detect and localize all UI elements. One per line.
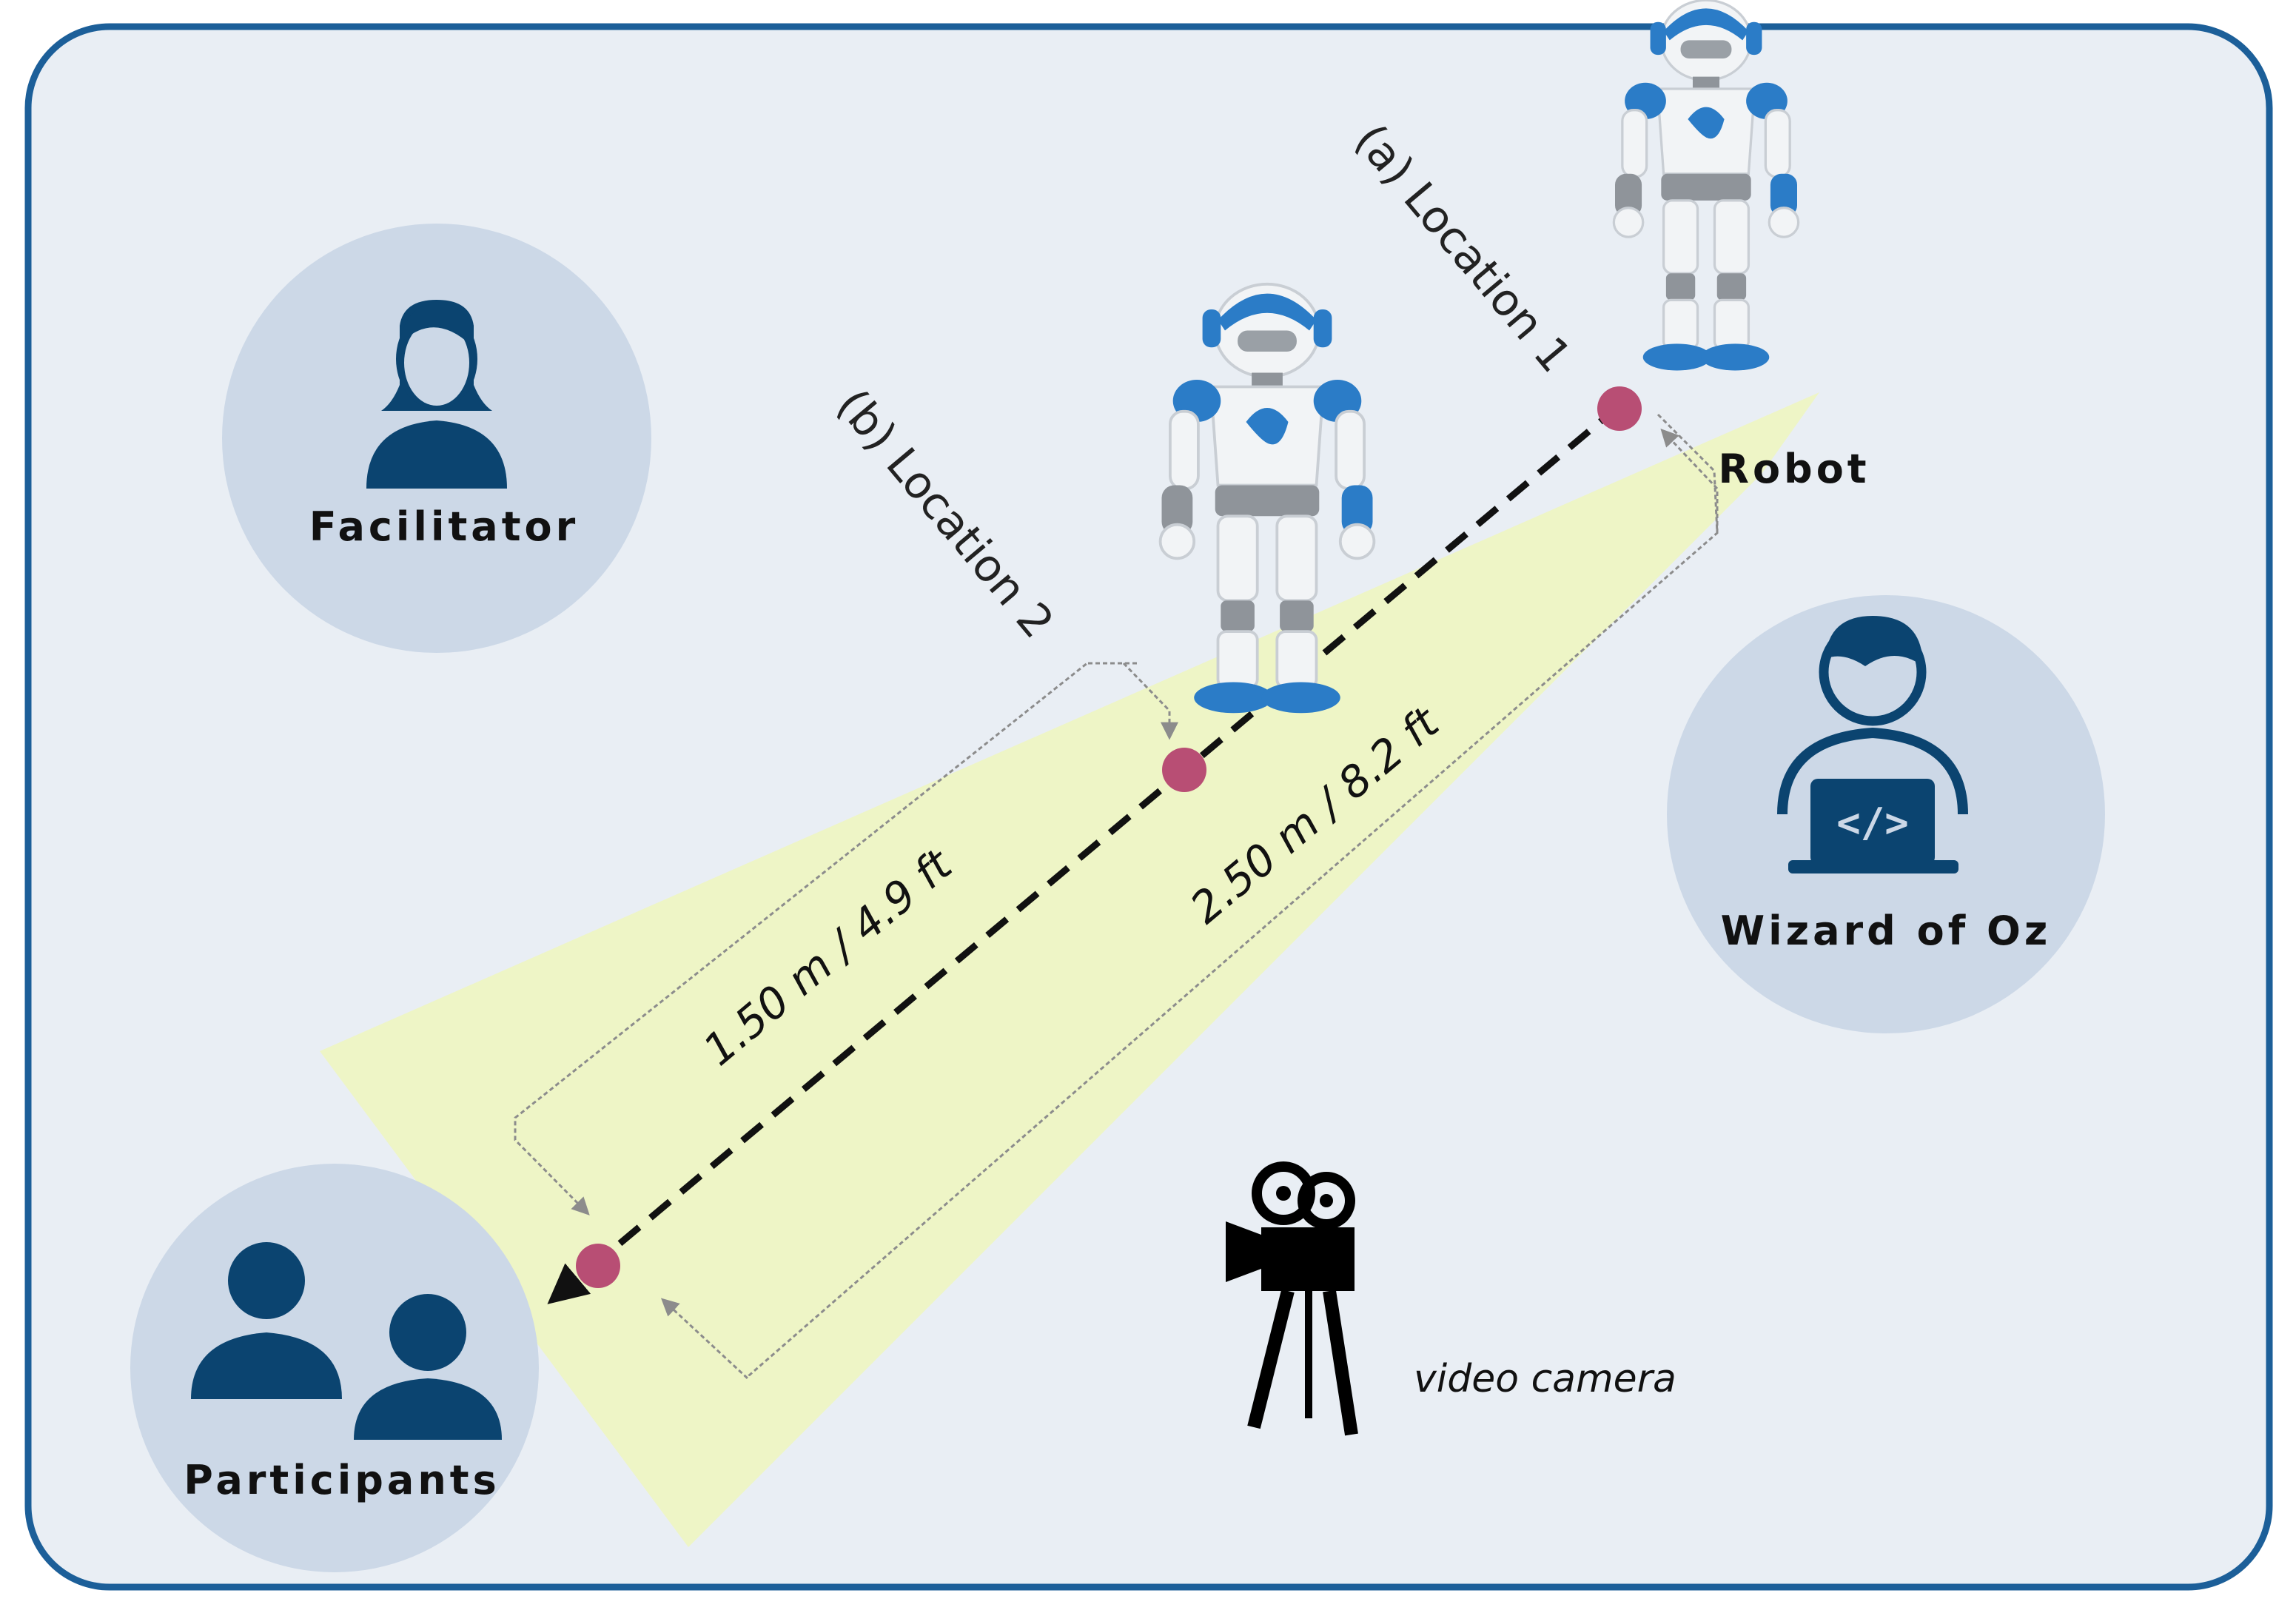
guide-long xyxy=(660,413,1719,1381)
guide-short xyxy=(514,660,1137,1215)
marker-participants xyxy=(576,1244,620,1288)
camera-label: video camera xyxy=(1414,1357,1676,1401)
woman-user-icon xyxy=(366,300,507,489)
video-camera-icon xyxy=(1226,1161,1358,1436)
facilitator-label: Facilitator xyxy=(309,503,580,550)
group-users-icon xyxy=(191,1242,502,1440)
participants-label: Participants xyxy=(184,1457,500,1503)
path-line xyxy=(547,403,1622,1304)
marker-location2 xyxy=(1162,748,1206,792)
marker-location1 xyxy=(1597,386,1642,431)
participants-role: Participants xyxy=(130,1164,539,1572)
code-glyph: </> xyxy=(1836,799,1909,846)
robot-label: Robot xyxy=(1718,446,1870,492)
wizard-label: Wizard of Oz xyxy=(1721,908,2052,954)
guide-robot xyxy=(1660,429,1719,533)
facilitator-role: Facilitator xyxy=(222,224,651,653)
wizard-role: </> Wizard of Oz xyxy=(1667,595,2105,1033)
laptop-user-icon: </> xyxy=(1777,616,1968,873)
floor-zone xyxy=(320,392,1819,1547)
measurement-guides xyxy=(514,413,1719,1381)
